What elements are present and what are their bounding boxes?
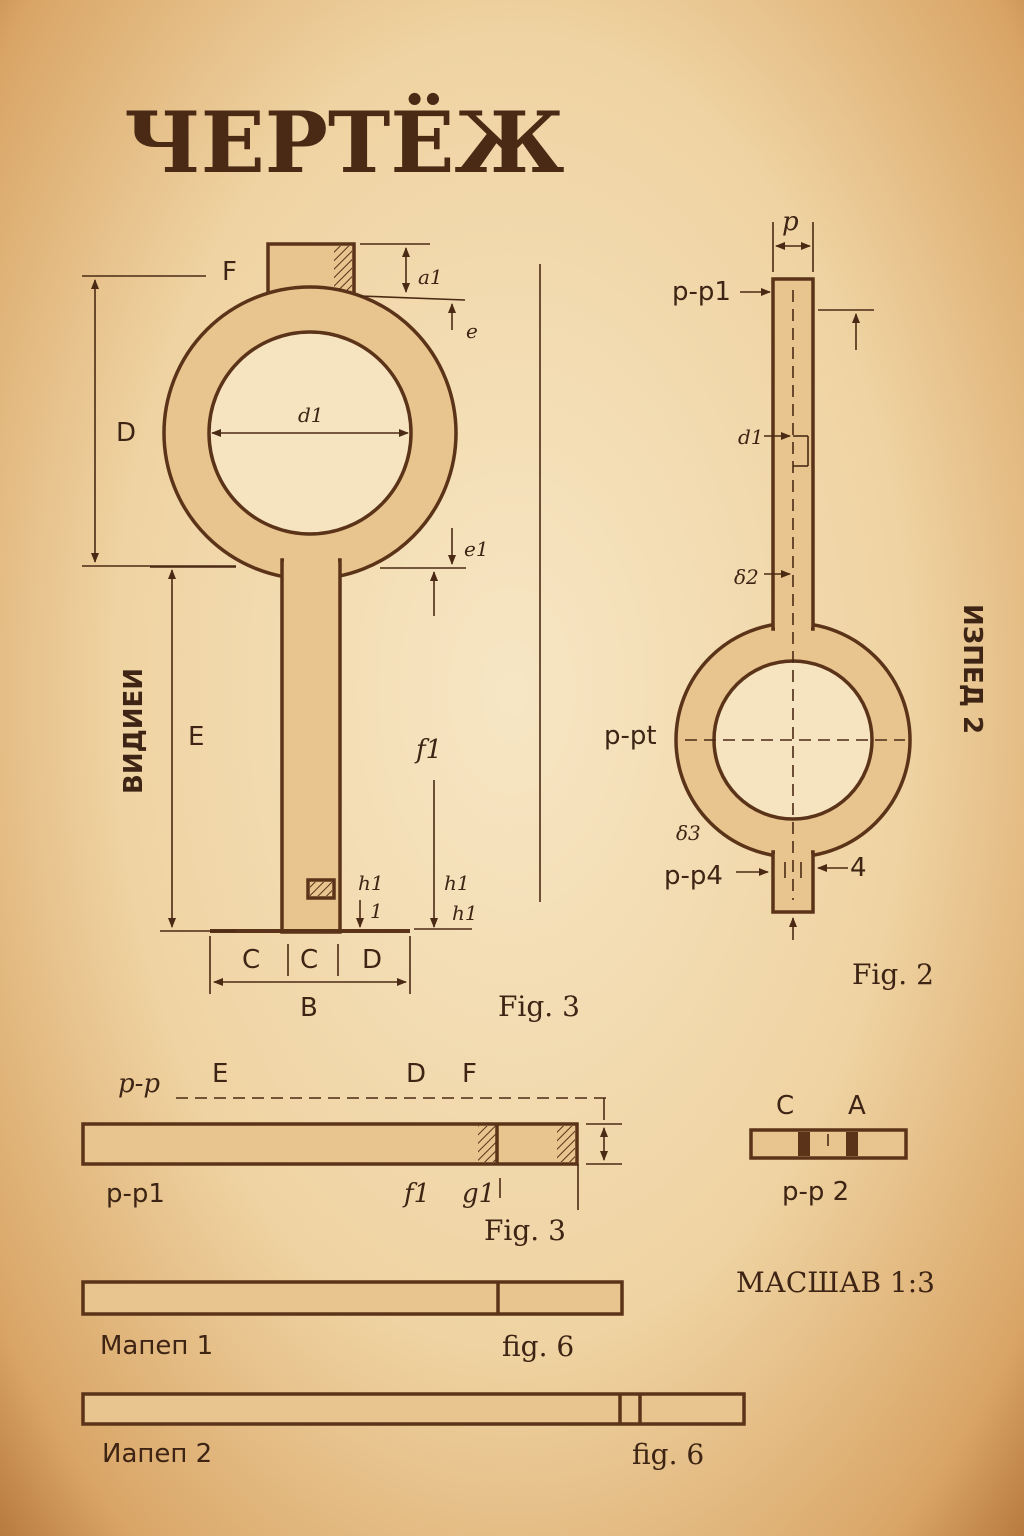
label-pp-plan: p-p <box>118 1069 160 1099</box>
label-four: 4 <box>850 853 867 883</box>
bar-2-caption: fig. 6 <box>632 1438 704 1471</box>
label-a1: a1 <box>418 265 443 289</box>
label-h1-a: h1 <box>358 871 384 895</box>
plan-bar-body <box>81 1122 579 1166</box>
bar-2-label: Иапеп 2 <box>102 1439 212 1469</box>
side-label-izped: ИЗПЕД 2 <box>957 604 987 734</box>
label-e1: e1 <box>464 537 489 561</box>
label-e-plan: E <box>212 1059 228 1089</box>
label-one: 1 <box>370 899 383 923</box>
key-tab-hatch <box>334 246 352 300</box>
label-g1-plan: g1 <box>462 1179 495 1209</box>
label-pp1-plan: p-p1 <box>106 1179 165 1209</box>
label-delta3: δ3 <box>676 821 701 845</box>
scale-label: МАСШАВ 1:3 <box>736 1266 935 1299</box>
label-f1: f1 <box>414 735 442 765</box>
fig3-bar-caption: Fig. 3 <box>484 1214 566 1247</box>
label-h1-b: h1 <box>444 871 470 895</box>
label-f: F <box>222 257 237 287</box>
key-notch-hatch <box>310 882 332 896</box>
label-f1-plan: f1 <box>402 1179 430 1209</box>
key-joint <box>284 550 338 572</box>
label-b: B <box>300 993 318 1023</box>
drawing-title: ЧЕРТЁЖ <box>124 92 565 192</box>
side-label-vidiei: ВИДИЕИ <box>119 668 149 794</box>
plan-hatch-1 <box>478 1126 496 1162</box>
bar-1-caption: fig. 6 <box>502 1330 574 1363</box>
label-c2: C <box>300 945 318 975</box>
label-pp4: p-p4 <box>664 861 723 891</box>
fig2-caption: Fig. 2 <box>852 958 934 991</box>
bar-1 <box>81 1280 624 1316</box>
section-ca <box>749 1128 908 1160</box>
label-a-section: A <box>848 1091 866 1121</box>
label-d-plan: D <box>406 1059 426 1089</box>
side-view-part <box>674 277 912 914</box>
label-e-small: e <box>466 319 478 343</box>
label-ppt: p-pt <box>604 721 657 751</box>
label-h1-c: h1 <box>452 901 478 925</box>
label-pp2-section: p-p 2 <box>782 1177 849 1207</box>
bar-1-body <box>81 1280 624 1316</box>
label-d2: D <box>362 945 382 975</box>
label-f-plan: F <box>462 1059 477 1089</box>
key-part <box>162 242 458 934</box>
label-delta2: δ2 <box>734 565 759 589</box>
label-pp1-top: p-p1 <box>672 277 731 307</box>
label-d: D <box>116 418 136 448</box>
fig3-caption: Fig. 3 <box>498 990 580 1023</box>
label-e: E <box>188 722 204 752</box>
bar-1-label: Мапеп 1 <box>100 1331 213 1361</box>
label-d1-side: d1 <box>738 425 764 449</box>
label-d1: d1 <box>298 403 324 427</box>
plan-hatch-2 <box>557 1126 575 1162</box>
fig2-dimensions <box>736 222 874 940</box>
bar-2 <box>81 1392 746 1426</box>
plan-bar <box>81 1097 622 1210</box>
fig3-dimensions <box>82 243 541 994</box>
label-p: p <box>782 207 799 237</box>
key-shaft <box>280 558 342 934</box>
label-c-section: C <box>776 1091 794 1121</box>
label-c1: C <box>242 945 260 975</box>
bar-2-body <box>81 1392 746 1426</box>
